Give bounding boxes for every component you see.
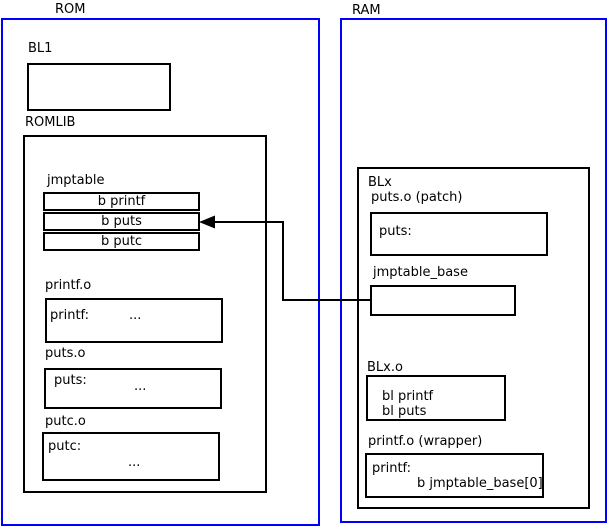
puts-ellipsis: ... [134,379,147,394]
romlib-label: ROMLIB [25,115,76,130]
jmptable-label: jmptable [47,173,105,188]
puts-patch-label: puts.o (patch) [371,190,463,205]
puts-patch-box: puts: [370,212,548,256]
putc-o-label: putc.o [45,414,86,429]
printf-wrapper-box: printf: b jmptable_base[0] [365,453,544,498]
jmptable-row: b puts [43,212,200,231]
bl1-label: BL1 [28,41,53,56]
jmptable: b printf b puts b putc [43,192,200,252]
bl1-box [27,63,171,111]
puts-o-box: puts: ... [44,368,222,409]
blx-label: BLx [368,175,392,190]
printf-ellipsis: ... [129,308,142,323]
printf-wrapper-code: b jmptable_base[0] [417,476,543,491]
puts-symbol: puts: [54,373,87,388]
printf-symbol: printf: [50,308,90,323]
blx-o-box: bl printf bl puts [366,375,506,421]
printf-wrapper-symbol: printf: [372,461,412,476]
jmptable-base-label: jmptable_base [373,265,468,280]
ram-region-label: RAM [352,3,381,18]
rom-region-label: ROM [55,2,86,17]
blx-o-label: BLx.o [367,360,403,375]
jmptable-row: b printf [43,192,200,211]
putc-o-box: putc: ... [42,432,220,481]
puts-o-label: puts.o [45,346,86,361]
puts-patch-symbol: puts: [379,224,412,239]
romlib-box: jmptable b printf b puts b putc printf.o… [23,135,267,493]
jmptable-row: b putc [43,232,200,251]
blx-box: BLx puts.o (patch) puts: jmptable_base B… [357,167,590,509]
putc-symbol: putc: [48,439,82,454]
printf-o-box: printf: ... [45,298,223,343]
printf-wrapper-label: printf.o (wrapper) [368,434,483,449]
blx-o-code-line: bl printf [382,389,434,404]
printf-o-label: printf.o [45,278,92,293]
putc-ellipsis: ... [128,455,141,470]
blx-o-code-line: bl puts [382,404,427,419]
jmptable-base-box [370,285,516,316]
